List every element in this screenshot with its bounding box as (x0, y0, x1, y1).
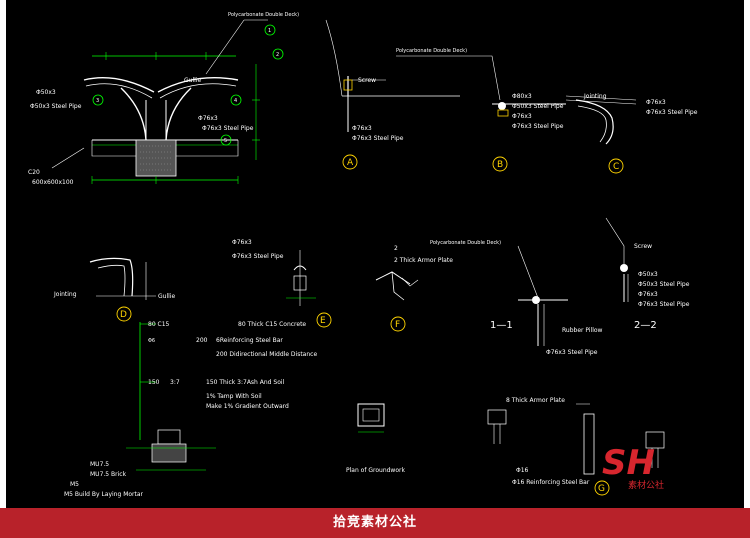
armor-g-label: 8 Thick Armor Plate (506, 397, 565, 404)
marker-circle-2 (272, 48, 284, 60)
mu75-brick-label: MU7.5 Brick (90, 471, 127, 478)
pipe50-steel-label: Φ50x3 Steel Pipe (30, 103, 82, 110)
layer-tamp: 1% Tamp With Soil (206, 393, 262, 400)
marker-a-label: A (347, 158, 354, 168)
marker-e-label: E (320, 316, 326, 326)
logo-letters: SH (602, 443, 655, 483)
polycarb-top-label: Polycarbonate Double Deck) (228, 12, 299, 18)
pipe76-c-steel-label: Φ76x3 Steel Pipe (646, 109, 698, 116)
pipe76-b-label: Φ76x3 (512, 113, 532, 120)
marker-c-label: C (613, 162, 619, 172)
marker-circle-5 (220, 134, 232, 146)
rebar-g16-label: Φ16 (516, 467, 529, 474)
marker-2-label: 2 (276, 52, 279, 58)
marker-b-label: B (497, 160, 503, 170)
sh-logo: SH 素材公社 (602, 443, 664, 491)
marker-b-circle (492, 156, 508, 172)
pipe50-b-label: Φ50x3 Steel Pipe (512, 103, 564, 110)
section-2-2: Screw Φ50x3 Φ50x3 Steel Pipe Φ76x3 Φ76x3… (605, 217, 690, 331)
jointing-c-label: Jointing (583, 93, 607, 100)
marker-g-label: G (598, 484, 605, 494)
polycarb-b-label: Polycarbonate Double Deck) (396, 48, 467, 54)
detail-b: Polycarbonate Double Deck) Φ80x3 Φ50x3 S… (396, 48, 566, 172)
marker-c-circle (608, 158, 624, 174)
detail-c: Jointing Φ76x3 Φ76x3 Steel Pipe C (565, 93, 698, 174)
pavement-layers-detail: 80 C15 80 Thick C15 Concrete Φ6 200 6Rei… (64, 321, 317, 498)
m5-build-label: M5 Build By Laying Mortar (64, 491, 144, 498)
layer-150thick: 150 Thick 3:7Ash And Soil (206, 379, 285, 386)
gullie-label: Gullie (184, 77, 201, 84)
jointing-d-label: Jointing (53, 291, 77, 298)
layer-200: 200 (196, 337, 208, 344)
marker-circle-4 (230, 94, 242, 106)
footer-text: 拾竞素材公社 (332, 515, 417, 530)
gullie-d-label: Gullie (158, 293, 175, 300)
detail-a: Polycarbonate Double Deck) Screw Φ76x3 Φ… (228, 12, 460, 170)
detail-g: 8 Thick Armor Plate Φ16 Φ16 Reinforcing … (487, 397, 665, 496)
layer-80thick: 80 Thick C15 Concrete (238, 321, 306, 328)
marker-circle-1 (264, 24, 276, 36)
mu75-label: MU7.5 (90, 461, 109, 468)
plan-of-groundwork: Plan of Groundwork (346, 403, 405, 474)
section-1-1-label: 1—1 (490, 320, 513, 331)
detail-e: Φ76x3 Φ76x3 Steel Pipe E (232, 239, 332, 328)
layer-200dir: 200 Didirectional Middle Distance (216, 351, 317, 358)
layer-3-7: 3:7 (170, 379, 180, 386)
detail-f: 2 2 Thick Armor Plate F (375, 245, 453, 332)
pipe76-a-label: Φ76x3 (352, 125, 372, 132)
marker-3-label: 3 (96, 98, 99, 104)
armor-f-num: 2 (394, 245, 398, 252)
cad-drawing-canvas: 1 2 3 4 5 Gullie Φ50x3 Φ50x3 Steel Pipe … (6, 0, 744, 508)
pipe76-b-steel-label: Φ76x3 Steel Pipe (512, 123, 564, 130)
pipe80-b-label: Φ80x3 (512, 93, 532, 100)
pipe76-c-label: Φ76x3 (646, 99, 666, 106)
marker-4-label: 4 (234, 98, 237, 104)
pipe50-22-steel-label: Φ50x3 Steel Pipe (638, 281, 690, 288)
screw-22-label: Screw (634, 243, 652, 250)
layer-phi6: Φ6 (148, 338, 155, 344)
rubber-pillow-label: Rubber Pillow (562, 327, 603, 334)
cad-drawing-svg: 1 2 3 4 5 Gullie Φ50x3 Φ50x3 Steel Pipe … (28, 12, 698, 498)
pipe76-a-steel-label: Φ76x3 Steel Pipe (352, 135, 404, 142)
section-1-1: Polycarbonate Double Deck) Rubber Pillow… (430, 240, 603, 356)
c20-label: C20 (28, 169, 40, 176)
pipe76-11-steel-label: Φ76x3 Steel Pipe (546, 349, 598, 356)
pipe50-22-label: Φ50x3 (638, 271, 658, 278)
detail-d: Jointing Gullie D (53, 257, 175, 322)
armor-f-label: 2 Thick Armor Plate (394, 257, 453, 264)
layer-gradient: Make 1% Gradient Outward (206, 403, 289, 410)
marker-circle-3 (92, 94, 104, 106)
layer-80c15: 80 C15 (148, 321, 170, 328)
footer-banner: 拾竞素材公社 (0, 508, 750, 538)
marker-e-circle (316, 312, 332, 328)
marker-f-circle (390, 316, 406, 332)
layer-rebar: 6Reinforcing Steel Bar (216, 337, 283, 344)
screw-a-label: Screw (358, 77, 376, 84)
rebar-g-label: Φ16 Reinforcing Steel Bar (512, 479, 590, 486)
plan-ground-label: Plan of Groundwork (346, 467, 405, 474)
pipe76-22-steel-label: Φ76x3 Steel Pipe (638, 301, 690, 308)
marker-d-label: D (120, 310, 127, 320)
marker-f-label: F (395, 320, 400, 330)
layer-150: 150 (148, 379, 160, 386)
m5-label: M5 (70, 481, 79, 488)
pipe76-22-label: Φ76x3 (638, 291, 658, 298)
logo-caption: 素材公社 (628, 479, 664, 491)
detail-canopy-column: 1 2 3 4 5 Gullie Φ50x3 Φ50x3 Steel Pipe … (28, 19, 284, 186)
foundation-size-label: 600x600x100 (32, 179, 74, 186)
marker-a-circle (342, 154, 358, 170)
pipe50-label: Φ50x3 (36, 89, 56, 96)
marker-d-circle (116, 306, 132, 322)
polycarb-11-label: Polycarbonate Double Deck) (430, 240, 501, 246)
pipe76-e-label: Φ76x3 (232, 239, 252, 246)
marker-5-label: 5 (224, 138, 227, 144)
marker-g-circle (594, 480, 610, 496)
marker-1-label: 1 (268, 28, 271, 34)
pipe76-label: Φ76x3 (198, 115, 218, 122)
pipe76-e-steel-label: Φ76x3 Steel Pipe (232, 253, 284, 260)
pipe76-steel-label: Φ76x3 Steel Pipe (202, 125, 254, 132)
section-2-2-label: 2—2 (634, 320, 657, 331)
